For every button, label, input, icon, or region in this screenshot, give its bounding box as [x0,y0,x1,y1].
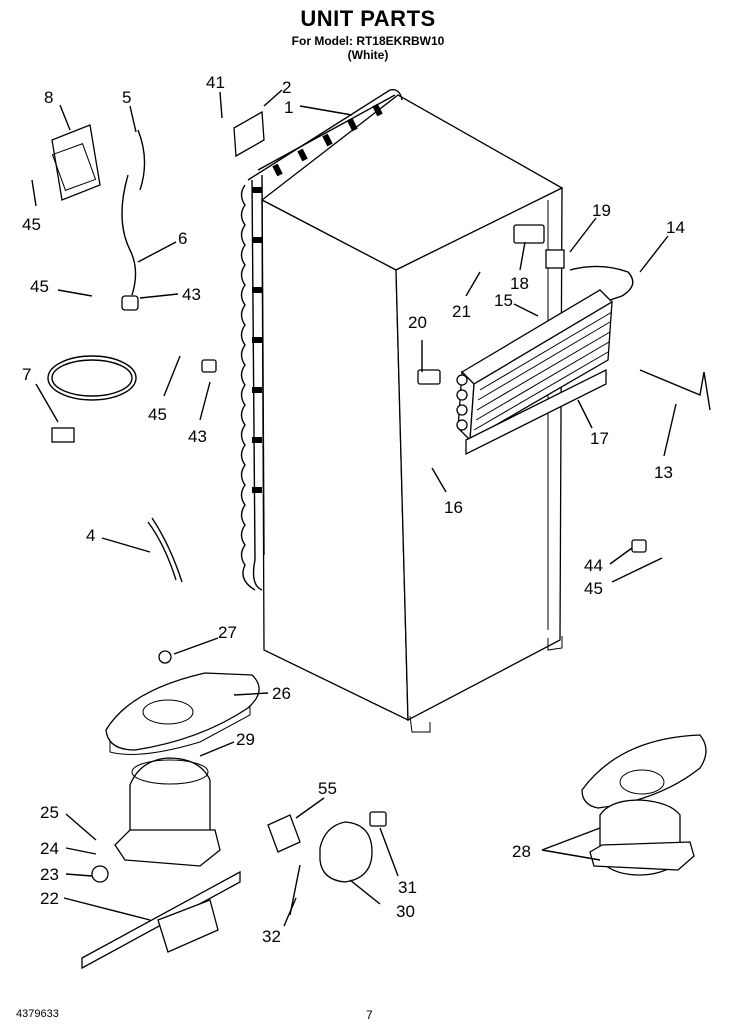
callout-45: 45 [30,277,49,296]
model-info: For Model: RT18EKRBW10 (White) [0,34,736,62]
callout-24: 24 [40,839,59,858]
callout-21: 21 [452,302,471,321]
callout-13: 13 [654,463,673,482]
leader-lines [31,89,677,927]
thermostat [147,521,177,581]
callout-1: 1 [284,98,293,117]
callout-26: 26 [272,684,291,703]
power-cord [47,355,137,401]
callout-31: 31 [398,878,417,897]
callout-27: 27 [218,623,237,642]
model-line: For Model: RT18EKRBW10 [291,34,445,48]
callout-15: 15 [494,291,513,310]
document-number: 4379633 [16,1008,59,1020]
callout-43: 43 [182,285,201,304]
callout-20: 20 [408,313,427,332]
callout-16: 16 [444,498,463,517]
callout-8: 8 [44,88,53,107]
drain-pan [105,672,260,755]
callout-25: 25 [40,803,59,822]
callout-55: 55 [318,779,337,798]
callout-44: 44 [584,556,603,575]
callout-43: 43 [188,427,207,446]
wire-harness [121,129,146,296]
callout-30: 30 [396,902,415,921]
callout-28: 28 [512,842,531,861]
capillary-tube [569,265,634,301]
callout-45: 45 [22,215,41,234]
page-number: 7 [366,1008,373,1022]
page-title: UNIT PARTS [300,6,436,31]
callout-22: 22 [40,889,59,908]
callout-5: 5 [122,88,131,107]
drain-tube [639,369,711,411]
control-box [51,124,101,201]
refrigerator-cabinet [260,94,564,733]
callout-41: 41 [206,73,225,92]
color-line: (White) [347,48,389,62]
callout-29: 29 [236,730,255,749]
callout-7: 7 [22,365,31,384]
bracket [233,110,265,158]
callout-32: 32 [262,927,281,946]
callout-labels: 8 5 41 2 1 45 6 45 43 7 45 43 19 14 18 2… [22,73,685,946]
callout-14: 14 [666,218,685,237]
callout-18: 18 [510,274,529,293]
callout-45: 45 [584,579,603,598]
callout-2: 2 [282,78,291,97]
compressor [91,757,221,883]
mounting-rail [81,870,241,970]
callout-6: 6 [178,229,187,248]
evaporator [456,289,614,456]
relay-overload [267,811,387,916]
condenser-coil [240,89,403,591]
misc-parts [47,110,711,664]
callout-45: 45 [148,405,167,424]
compressor-with-pan [581,734,707,876]
callout-23: 23 [40,865,59,884]
callout-17: 17 [590,429,609,448]
callout-4: 4 [86,526,95,545]
callout-19: 19 [592,201,611,220]
